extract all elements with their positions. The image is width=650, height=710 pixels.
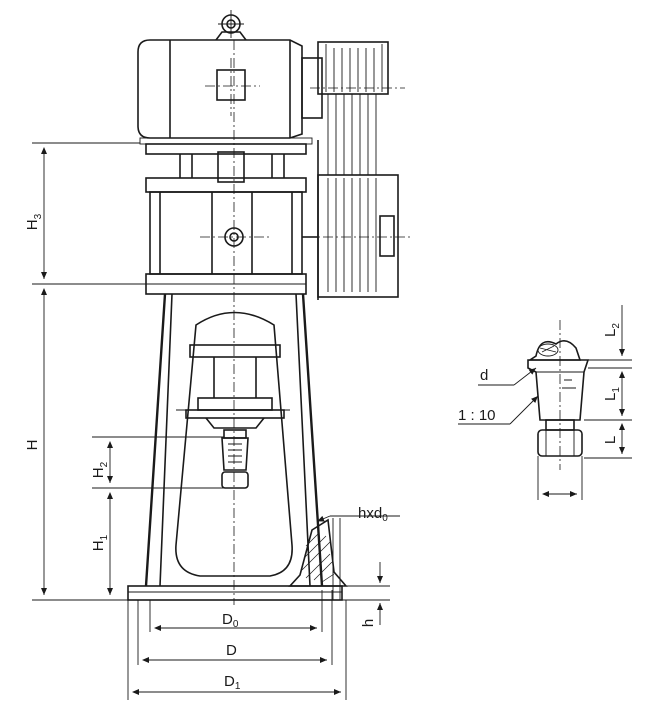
motor bbox=[137, 10, 323, 183]
svg-text:H3: H3 bbox=[24, 213, 44, 230]
dim-label-hxd0: hxd0 bbox=[358, 505, 388, 524]
anchor-bolt-section bbox=[288, 518, 390, 601]
dim-label-L2: L2 bbox=[602, 323, 622, 337]
gearbox bbox=[145, 177, 318, 295]
svg-text:h: h bbox=[360, 619, 377, 627]
frame bbox=[127, 293, 343, 601]
dim-label-H: H bbox=[24, 440, 41, 451]
taper-ratio-label: 1 : 10 bbox=[458, 407, 496, 424]
dim-label-L: L bbox=[602, 436, 619, 444]
belt-drive bbox=[305, 41, 410, 300]
dim-label-H2: H2 bbox=[90, 461, 110, 478]
svg-text:L1: L1 bbox=[602, 387, 622, 401]
svg-text:H1: H1 bbox=[90, 534, 110, 551]
svg-text:H: H bbox=[24, 440, 41, 451]
dim-label-h: h bbox=[360, 619, 377, 627]
svg-text:L2: L2 bbox=[602, 323, 622, 337]
svg-text:H2: H2 bbox=[90, 461, 110, 478]
dim-label-H3: H3 bbox=[24, 213, 44, 230]
dim-label-H1: H1 bbox=[90, 534, 110, 551]
dim-label-D1: D1 bbox=[224, 673, 241, 692]
dim-label-d: d bbox=[480, 367, 488, 384]
dim-label-D0: D0 bbox=[222, 611, 239, 630]
dim-label-D: D bbox=[226, 642, 237, 659]
svg-text:L: L bbox=[602, 436, 619, 444]
lifting-eye bbox=[215, 10, 247, 41]
shaft-end-detail bbox=[458, 305, 632, 500]
dimensions bbox=[32, 142, 400, 700]
dim-label-L1: L1 bbox=[602, 387, 622, 401]
